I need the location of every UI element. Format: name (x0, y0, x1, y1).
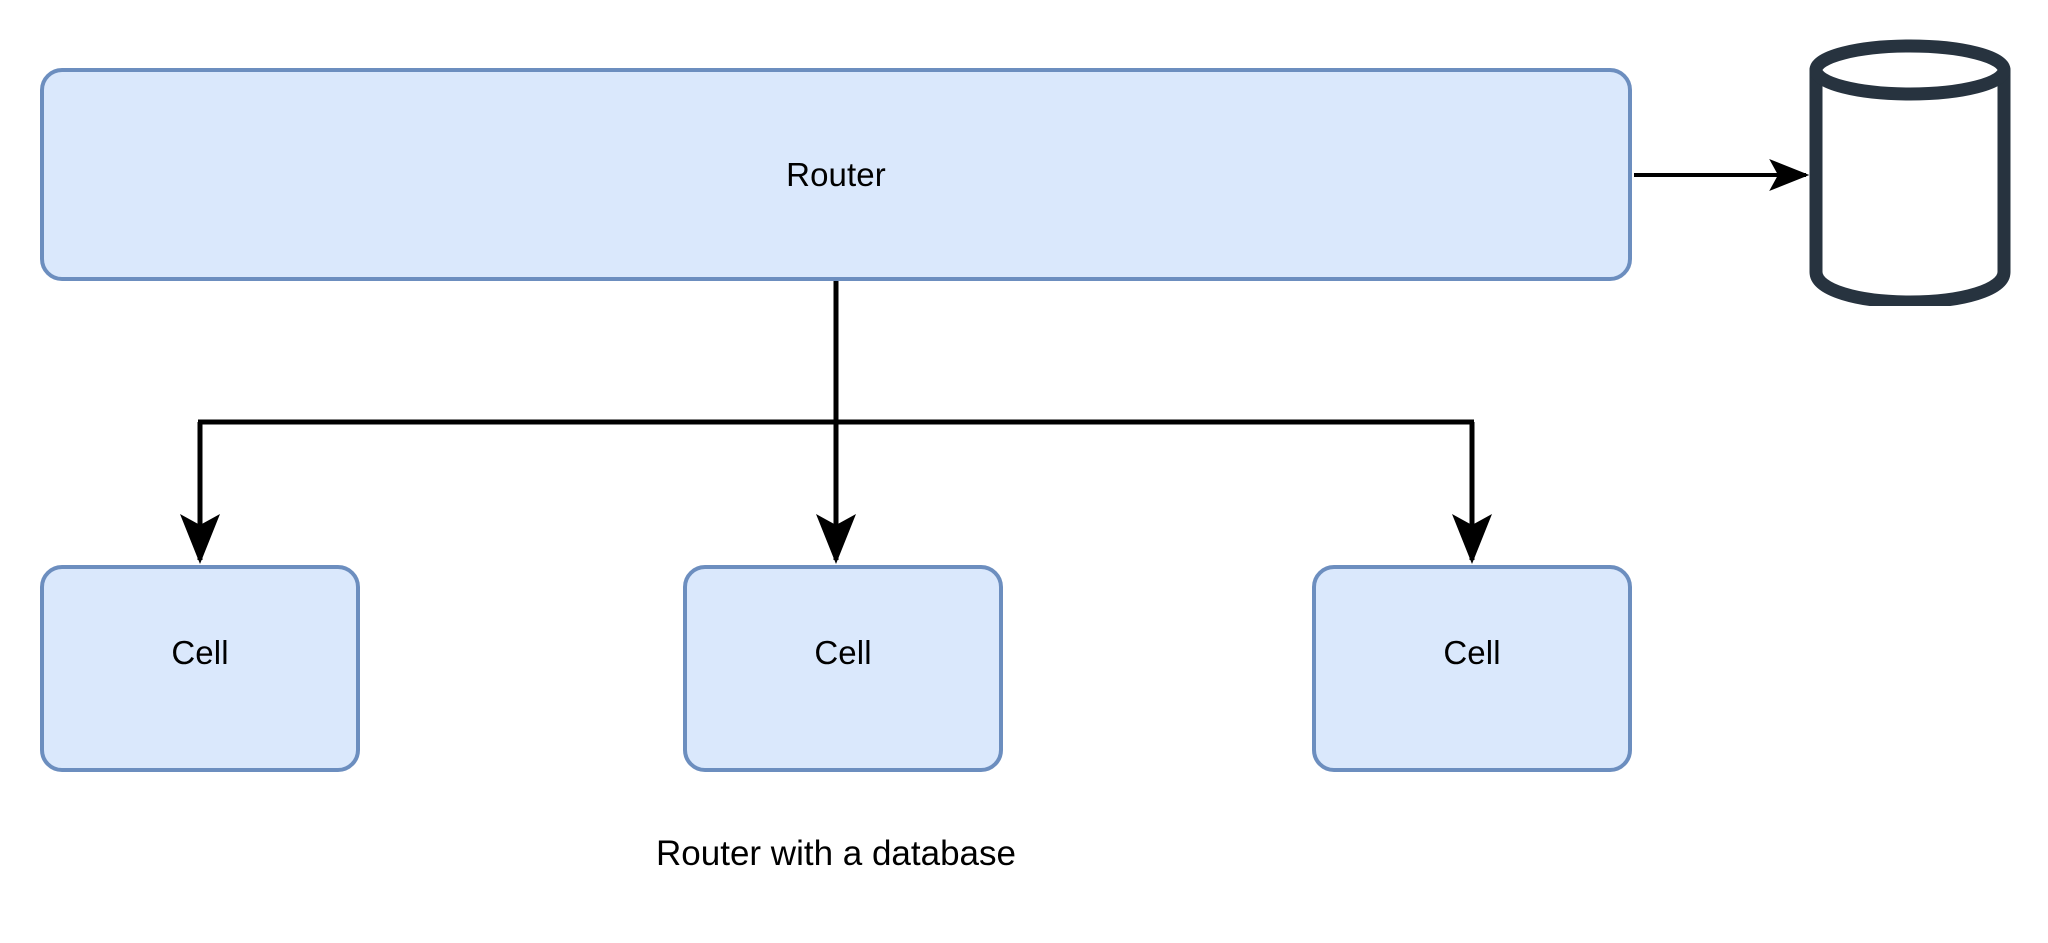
database-node[interactable] (1804, 36, 2016, 309)
cell-node-1[interactable]: Cell (40, 565, 360, 772)
cell-node-2[interactable]: Cell (683, 565, 1003, 772)
router-node[interactable]: Router (40, 68, 1632, 281)
cell-node-3-label: Cell (1443, 634, 1501, 671)
cell-node-1-label: Cell (171, 634, 229, 671)
router-node-label: Router (786, 156, 886, 193)
database-cylinder-icon (1809, 39, 2011, 309)
cell-node-2-label: Cell (814, 634, 872, 671)
cell-node-3[interactable]: Cell (1312, 565, 1632, 772)
diagram-caption: Router with a database (656, 834, 1016, 873)
